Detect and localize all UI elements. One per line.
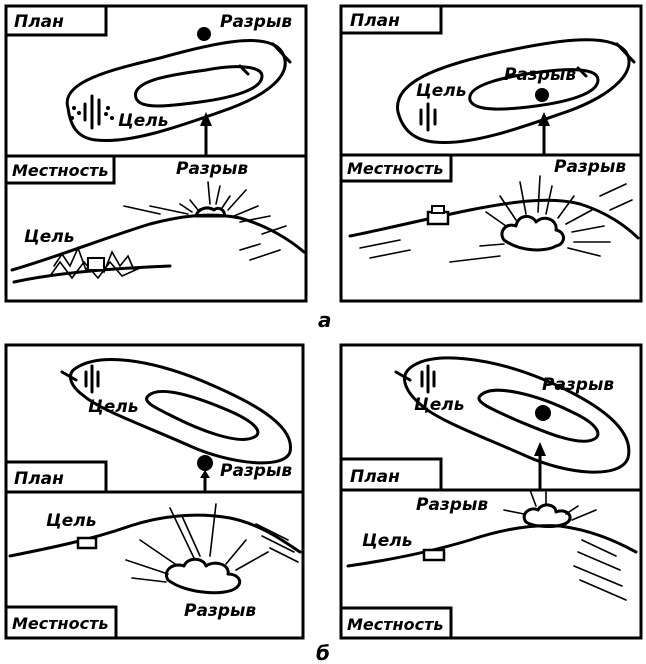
plan-label: План: [14, 469, 64, 489]
target-label: Цель: [416, 81, 467, 101]
target-symbol: [422, 366, 434, 392]
terrain-target-label: Цель: [46, 511, 97, 531]
plan-label: План: [350, 467, 400, 487]
terrain-burst-label: Разрыв: [554, 157, 626, 177]
terrain-burst-label: Разрыв: [184, 601, 256, 621]
target-on-terrain: [428, 206, 448, 224]
burst-marker: [535, 88, 549, 102]
burst-cloud: [504, 490, 596, 527]
burst-label: Разрыв: [542, 375, 614, 395]
terrain-label: Местность: [12, 614, 108, 633]
caption-b: б: [316, 641, 330, 664]
burst-marker: [197, 455, 213, 471]
burst-label: Разрыв: [504, 65, 576, 85]
terrain-target-label: Цель: [362, 531, 413, 551]
terrain-target-label: Цель: [24, 227, 75, 247]
burst-cloud: [480, 176, 610, 256]
target-on-terrain: [78, 538, 96, 548]
target-on-terrain: [424, 550, 444, 560]
burst-marker: [535, 405, 551, 421]
burst-label: Разрыв: [220, 461, 292, 481]
inner-contour: [135, 67, 262, 106]
plan-label: План: [350, 11, 400, 31]
panel-b-left: План Местность Цель Разрыв Цель: [6, 345, 303, 638]
panel-a-left: План Местность Разрыв Цель Разрыв Цель: [6, 6, 306, 301]
terrain-burst-label: Разрыв: [176, 159, 248, 179]
target-symbol: [86, 366, 98, 392]
burst-label: Разрыв: [220, 12, 292, 32]
terrain-label: Местность: [347, 615, 443, 634]
plan-label: План: [14, 12, 64, 32]
target-label: Цель: [118, 111, 169, 131]
burst-cloud: [126, 504, 268, 593]
terrain-label: Местность: [12, 161, 108, 180]
panel-b-right: План Местность Цель Разрыв Разрыв Цель: [341, 345, 641, 638]
terrain-label: Местность: [347, 159, 443, 178]
outer-contour: [67, 41, 285, 141]
arrow-icon: [534, 442, 546, 456]
hill-outline: [350, 200, 638, 238]
burst-flash: [124, 182, 270, 222]
target-label: Цель: [88, 397, 139, 417]
panel-a-right: План Местность Разрыв Цель Разрыв: [341, 6, 641, 301]
terrain-burst-label: Разрыв: [416, 495, 488, 515]
target-symbol: [421, 104, 435, 130]
burst-marker: [197, 27, 211, 41]
target-symbol: [70, 96, 114, 128]
target-label: Цель: [414, 395, 465, 415]
caption-a: а: [318, 308, 332, 332]
